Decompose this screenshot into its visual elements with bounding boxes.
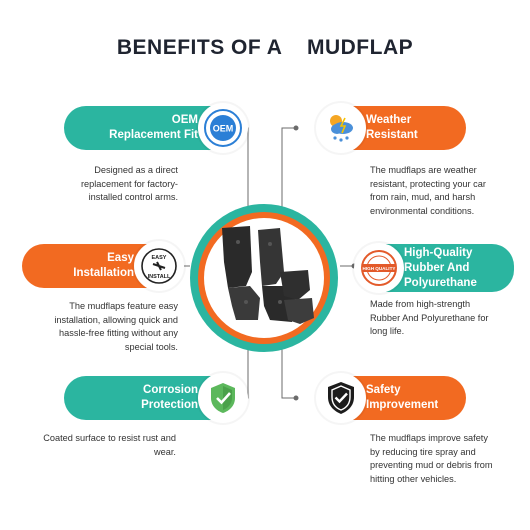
mudflap-product-image	[188, 202, 340, 354]
feature-quality-pill: HIGH QUALITY High-Quality Rubber And Pol…	[354, 243, 514, 293]
feature-weather-label: Weather Resistant	[366, 114, 418, 141]
feature-safety-pill: Safety Improvement	[316, 373, 466, 423]
install-text: INSTALL	[148, 274, 171, 280]
feature-install-label: Easy Installation	[73, 252, 134, 279]
oem-badge-icon: OEM	[198, 103, 248, 153]
safety-shield-icon	[316, 373, 366, 423]
shield-check-icon	[198, 373, 248, 423]
feature-safety-label: Safety Improvement	[366, 384, 439, 411]
feature-weather-pill: Weather Resistant	[316, 103, 466, 153]
easy-text: EASY	[152, 255, 167, 261]
feature-oem-desc: Designed as a direct replacement for fac…	[80, 165, 178, 202]
high-quality-text: HIGH QUALITY	[363, 266, 396, 271]
feature-quality-label: High-Quality Rubber And Polyurethane	[404, 246, 477, 289]
feature-corrosion-desc: Coated surface to resist rust and wear.	[43, 433, 176, 457]
feature-safety-desc: The mudflaps improve safety by reducing …	[370, 433, 493, 484]
oem-badge-text: OEM	[213, 124, 234, 134]
feature-corrosion-pill: Corrosion Protection	[64, 373, 248, 423]
feature-oem-pill: OEM Replacement Fit OEM	[64, 103, 248, 153]
feature-oem-label: OEM Replacement Fit	[109, 114, 198, 141]
feature-install-desc: The mudflaps feature easy installation, …	[54, 301, 178, 352]
feature-weather-desc: The mudflaps are weather resistant, prot…	[370, 165, 486, 216]
feature-corrosion-label: Corrosion Protection	[141, 384, 198, 411]
easy-install-icon: EASY INSTALL	[134, 241, 184, 291]
weather-icon	[316, 103, 366, 153]
high-quality-stamp-icon: HIGH QUALITY	[354, 243, 404, 293]
feature-quality-desc: Made from high-strength Rubber And Polyu…	[370, 299, 489, 336]
feature-install-pill: Easy Installation EASY INSTALL	[22, 241, 184, 291]
page-title: BENEFITS OF A MUDFLAP	[116, 36, 414, 59]
